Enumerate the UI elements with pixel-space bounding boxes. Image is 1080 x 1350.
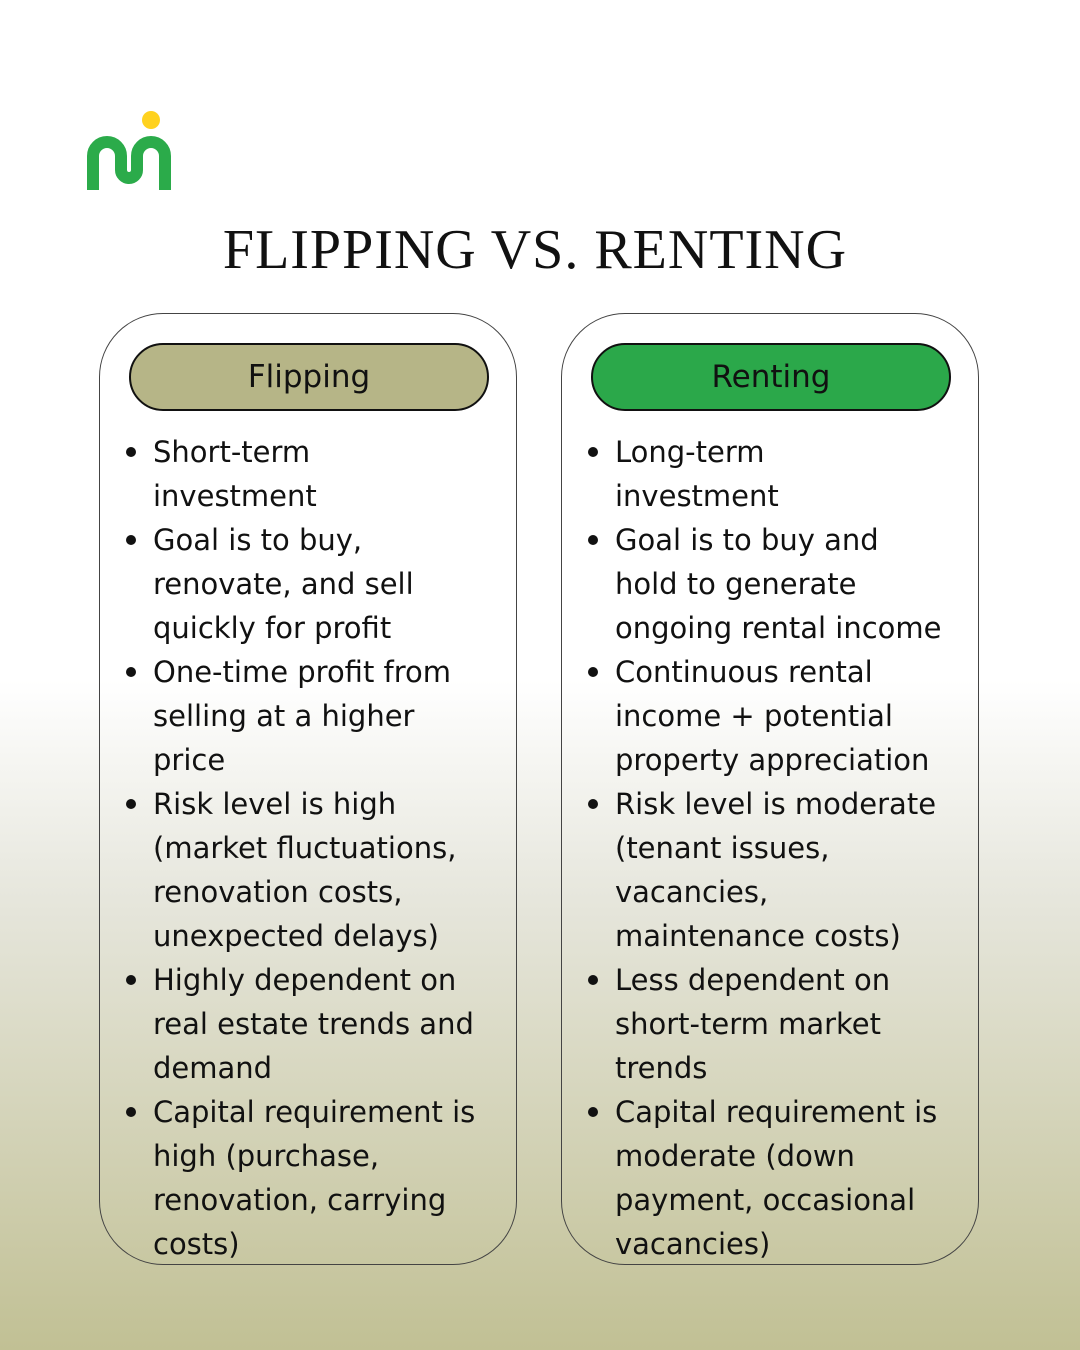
list-item: Long-term investment — [562, 430, 941, 518]
list-item: Less dependent on short-term market tren… — [562, 958, 941, 1090]
list-item: Capital requirement is high (purchase, r… — [100, 1090, 475, 1266]
renting-list: Long-term investment Goal is to buy and … — [562, 430, 941, 1266]
flipping-header: Flipping — [129, 343, 489, 411]
renting-header: Renting — [591, 343, 951, 411]
brand-logo — [84, 108, 174, 198]
page-title: FLIPPING VS. RENTING — [222, 219, 848, 281]
list-item: One-time profit from selling at a higher… — [100, 650, 475, 782]
list-item: Risk level is moderate (tenant issues, v… — [562, 782, 941, 958]
list-item: Continuous rental income + potential pro… — [562, 650, 941, 782]
list-item: Highly dependent on real estate trends a… — [100, 958, 475, 1090]
list-item: Short-term investment — [100, 430, 475, 518]
list-item: Capital requirement is moderate (down pa… — [562, 1090, 941, 1266]
flipping-list: Short-term investment Goal is to buy, re… — [100, 430, 475, 1266]
list-item: Goal is to buy and hold to generate ongo… — [562, 518, 941, 650]
renting-card: Renting Long-term investment Goal is to … — [561, 313, 979, 1265]
list-item: Risk level is high (market fluctuations,… — [100, 782, 475, 958]
flipping-card: Flipping Short-term investment Goal is t… — [99, 313, 517, 1265]
list-item: Goal is to buy, renovate, and sell quick… — [100, 518, 475, 650]
